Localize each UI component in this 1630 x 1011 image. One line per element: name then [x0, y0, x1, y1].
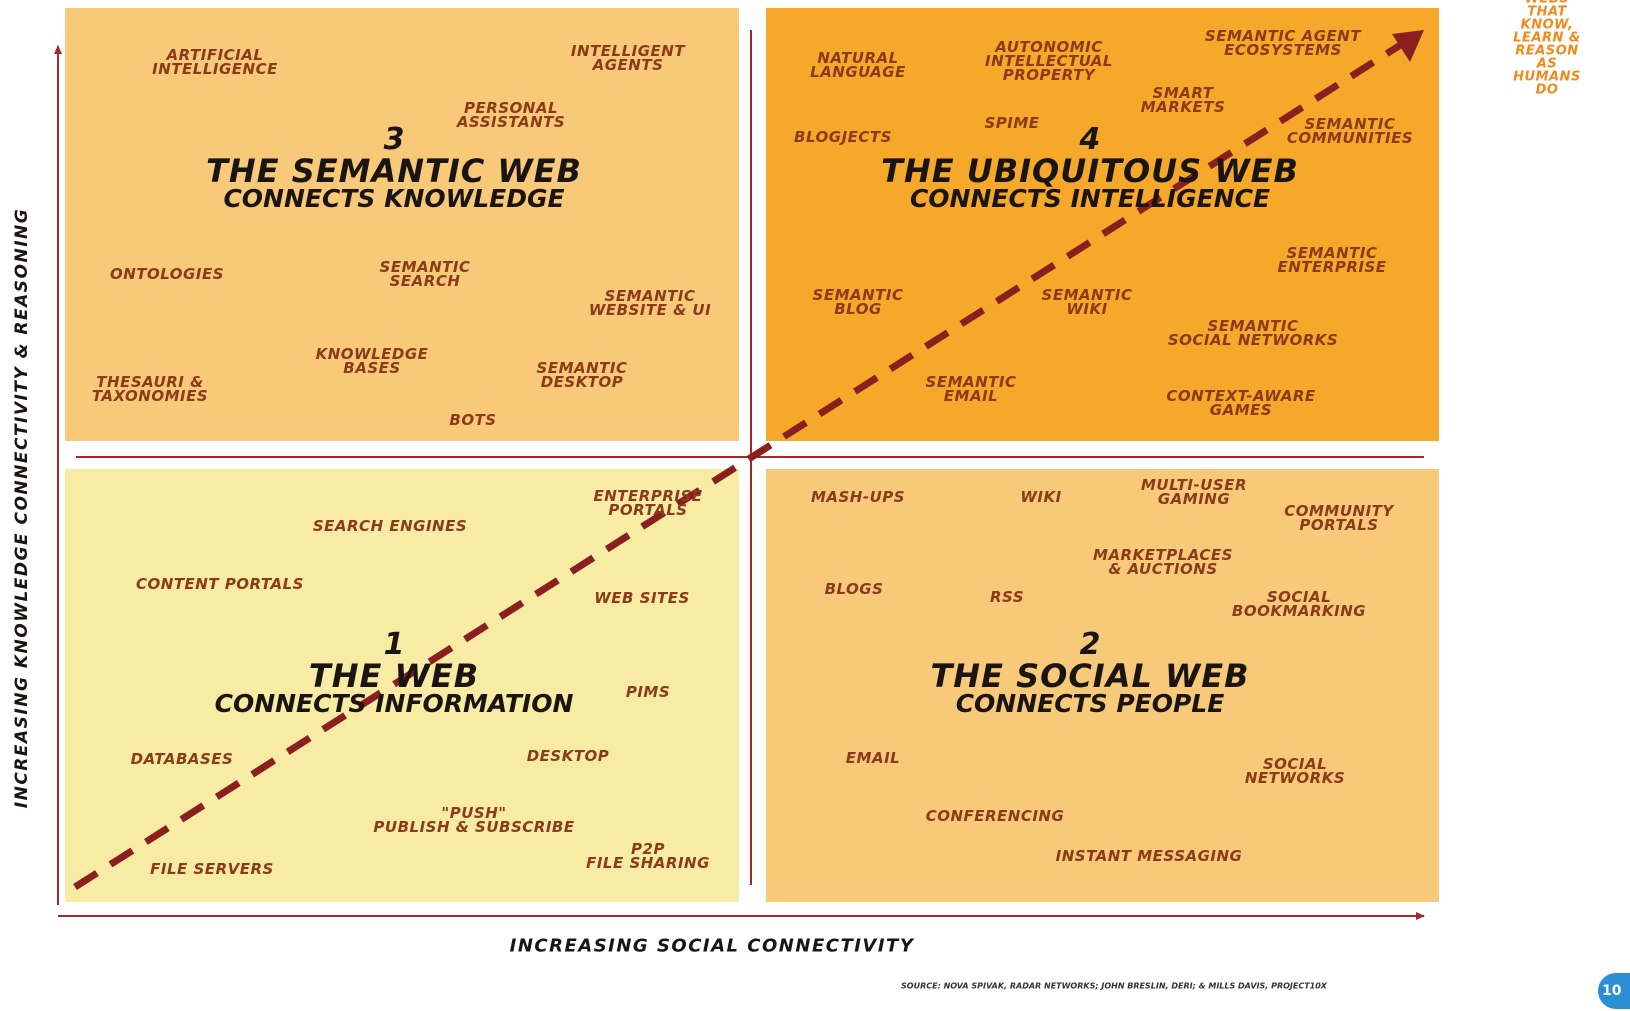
term-semantic-email: SEMANTIC EMAIL	[925, 373, 1017, 405]
term-semantic-agent-ecosystems: SEMANTIC AGENT ECOSYSTEMS	[1204, 27, 1362, 59]
term-multi-user-gaming: MULTI-USER GAMING	[1140, 476, 1248, 508]
quadrant-3-title: THE SEMANTIC WEB	[206, 152, 582, 190]
quadrant-ubiquitous-web	[766, 8, 1439, 441]
term-artificial-intelligence: ARTIFICIAL INTELLIGENCE	[152, 46, 278, 78]
term-p2p-file-sharing: P2P FILE SHARING	[586, 840, 710, 872]
quadrant-web	[65, 469, 739, 902]
term-search-engines: SEARCH ENGINES	[312, 517, 468, 535]
quadrant-1-title-block: 1 THE WEB CONNECTS INFORMATION	[214, 627, 574, 718]
term-blogs: BLOGS	[824, 580, 884, 598]
quadrant-3-subtitle: CONNECTS KNOWLEDGE	[223, 184, 565, 213]
quadrant-1-subtitle: CONNECTS INFORMATION	[214, 689, 574, 718]
progression-arrow-line	[73, 41, 1404, 890]
term-mash-ups: MASH-UPS	[810, 488, 906, 506]
quadrant-4-subtitle: CONNECTS INTELLIGENCE	[909, 184, 1271, 213]
term-wiki: WIKI	[1020, 488, 1062, 506]
term-blogjects: BLOGJECTS	[794, 128, 892, 146]
term-autonomic-intellectual-property: AUTONOMIC INTELLECTUAL PROPERTY	[985, 38, 1113, 84]
term-rss: RSS	[989, 588, 1025, 606]
term-natural-language: NATURAL LANGUAGE	[810, 49, 906, 81]
agent-web-label: AGENT WEBS THAT KNOW, LEARN & REASON AS …	[1513, 0, 1581, 98]
term-smart-markets: SMART MARKETS	[1140, 84, 1226, 116]
term-context-aware-games: CONTEXT-AWARE GAMES	[1166, 387, 1316, 419]
term-enterprise-portals: ENTERPRISE PORTALS	[593, 487, 703, 519]
quadrant-2-title: THE SOCIAL WEB	[930, 657, 1250, 695]
quadrant-4-number: 4	[1079, 122, 1101, 157]
source-credit: SOURCE: NOVA SPIVAK, RADAR NETWORKS; JOH…	[901, 981, 1327, 991]
x-axis-label: INCREASING SOCIAL CONNECTIVITY	[509, 935, 915, 957]
term-marketplaces-auctions: MARKETPLACES & AUCTIONS	[1093, 546, 1233, 578]
term-semantic-social-networks: SEMANTIC SOCIAL NETWORKS	[1167, 317, 1339, 349]
term-knowledge-bases: KNOWLEDGE BASES	[315, 345, 429, 377]
term-semantic-desktop: SEMANTIC DESKTOP	[536, 359, 628, 391]
progression-arrow-head	[1392, 30, 1424, 62]
term-personal-assistants: PERSONAL ASSISTANTS	[456, 99, 566, 131]
term-file-servers: FILE SERVERS	[150, 860, 274, 878]
term-thesauri-taxonomies: THESAURI & TAXONOMIES	[91, 373, 209, 405]
term-spime: SPIME	[984, 114, 1040, 132]
term-instant-messaging: INSTANT MESSAGING	[1055, 847, 1243, 865]
term-ontologies: ONTOLOGIES	[109, 265, 225, 283]
y-axis-label: INCREASING KNOWLEDGE CONNECTIVITY & REAS…	[12, 207, 32, 809]
term-pims: PIMS	[625, 683, 671, 701]
quadrant-1-number: 1	[383, 627, 405, 662]
term-social-bookmarking: SOCIAL BOOKMARKING	[1231, 588, 1367, 620]
term-semantic-blog: SEMANTIC BLOG	[812, 286, 904, 318]
term-email: EMAIL	[845, 749, 901, 767]
term-social-networks: SOCIAL NETWORKS	[1244, 755, 1346, 787]
term-databases: DATABASES	[130, 750, 234, 768]
term-semantic-wiki: SEMANTIC WIKI	[1041, 286, 1133, 318]
quadrant-2-number: 2	[1079, 627, 1101, 662]
term-community-portals: COMMUNITY PORTALS	[1284, 502, 1394, 534]
quadrant-2-subtitle: CONNECTS PEOPLE	[955, 689, 1225, 718]
term-content-portals: CONTENT PORTALS	[136, 575, 304, 593]
term-bots: BOTS	[449, 411, 497, 429]
quadrant-semantic-web	[65, 8, 739, 441]
term-semantic-search: SEMANTIC SEARCH	[379, 258, 471, 290]
quadrant-4-title: THE UBIQUITOUS WEB	[881, 152, 1299, 190]
term-semantic-enterprise: SEMANTIC ENTERPRISE	[1277, 244, 1387, 276]
quadrant-2-title-block: 2 THE SOCIAL WEB CONNECTS PEOPLE	[930, 627, 1250, 718]
quadrant-4-title-block: 4 THE UBIQUITOUS WEB CONNECTS INTELLIGEN…	[881, 122, 1299, 213]
quadrant-3-number: 3	[383, 122, 405, 157]
term-intelligent-agents: INTELLIGENT AGENTS	[570, 42, 686, 74]
quadrant-1-title: THE WEB	[308, 657, 480, 695]
term-web-sites: WEB SITES	[594, 589, 690, 607]
term-semantic-communities: SEMANTIC COMMUNITIES	[1286, 115, 1414, 147]
term-desktop: DESKTOP	[526, 747, 610, 765]
term-conferencing: CONFERENCING	[925, 807, 1065, 825]
quadrant-social-web	[766, 469, 1439, 902]
term-semantic-website-ui: SEMANTIC WEBSITE & UI	[588, 287, 712, 319]
page-number-badge: 10	[1598, 973, 1630, 1009]
term-push-publish-subscribe: "PUSH" PUBLISH & SUBSCRIBE	[373, 804, 575, 836]
quadrant-3-title-block: 3 THE SEMANTIC WEB CONNECTS KNOWLEDGE	[206, 122, 582, 213]
